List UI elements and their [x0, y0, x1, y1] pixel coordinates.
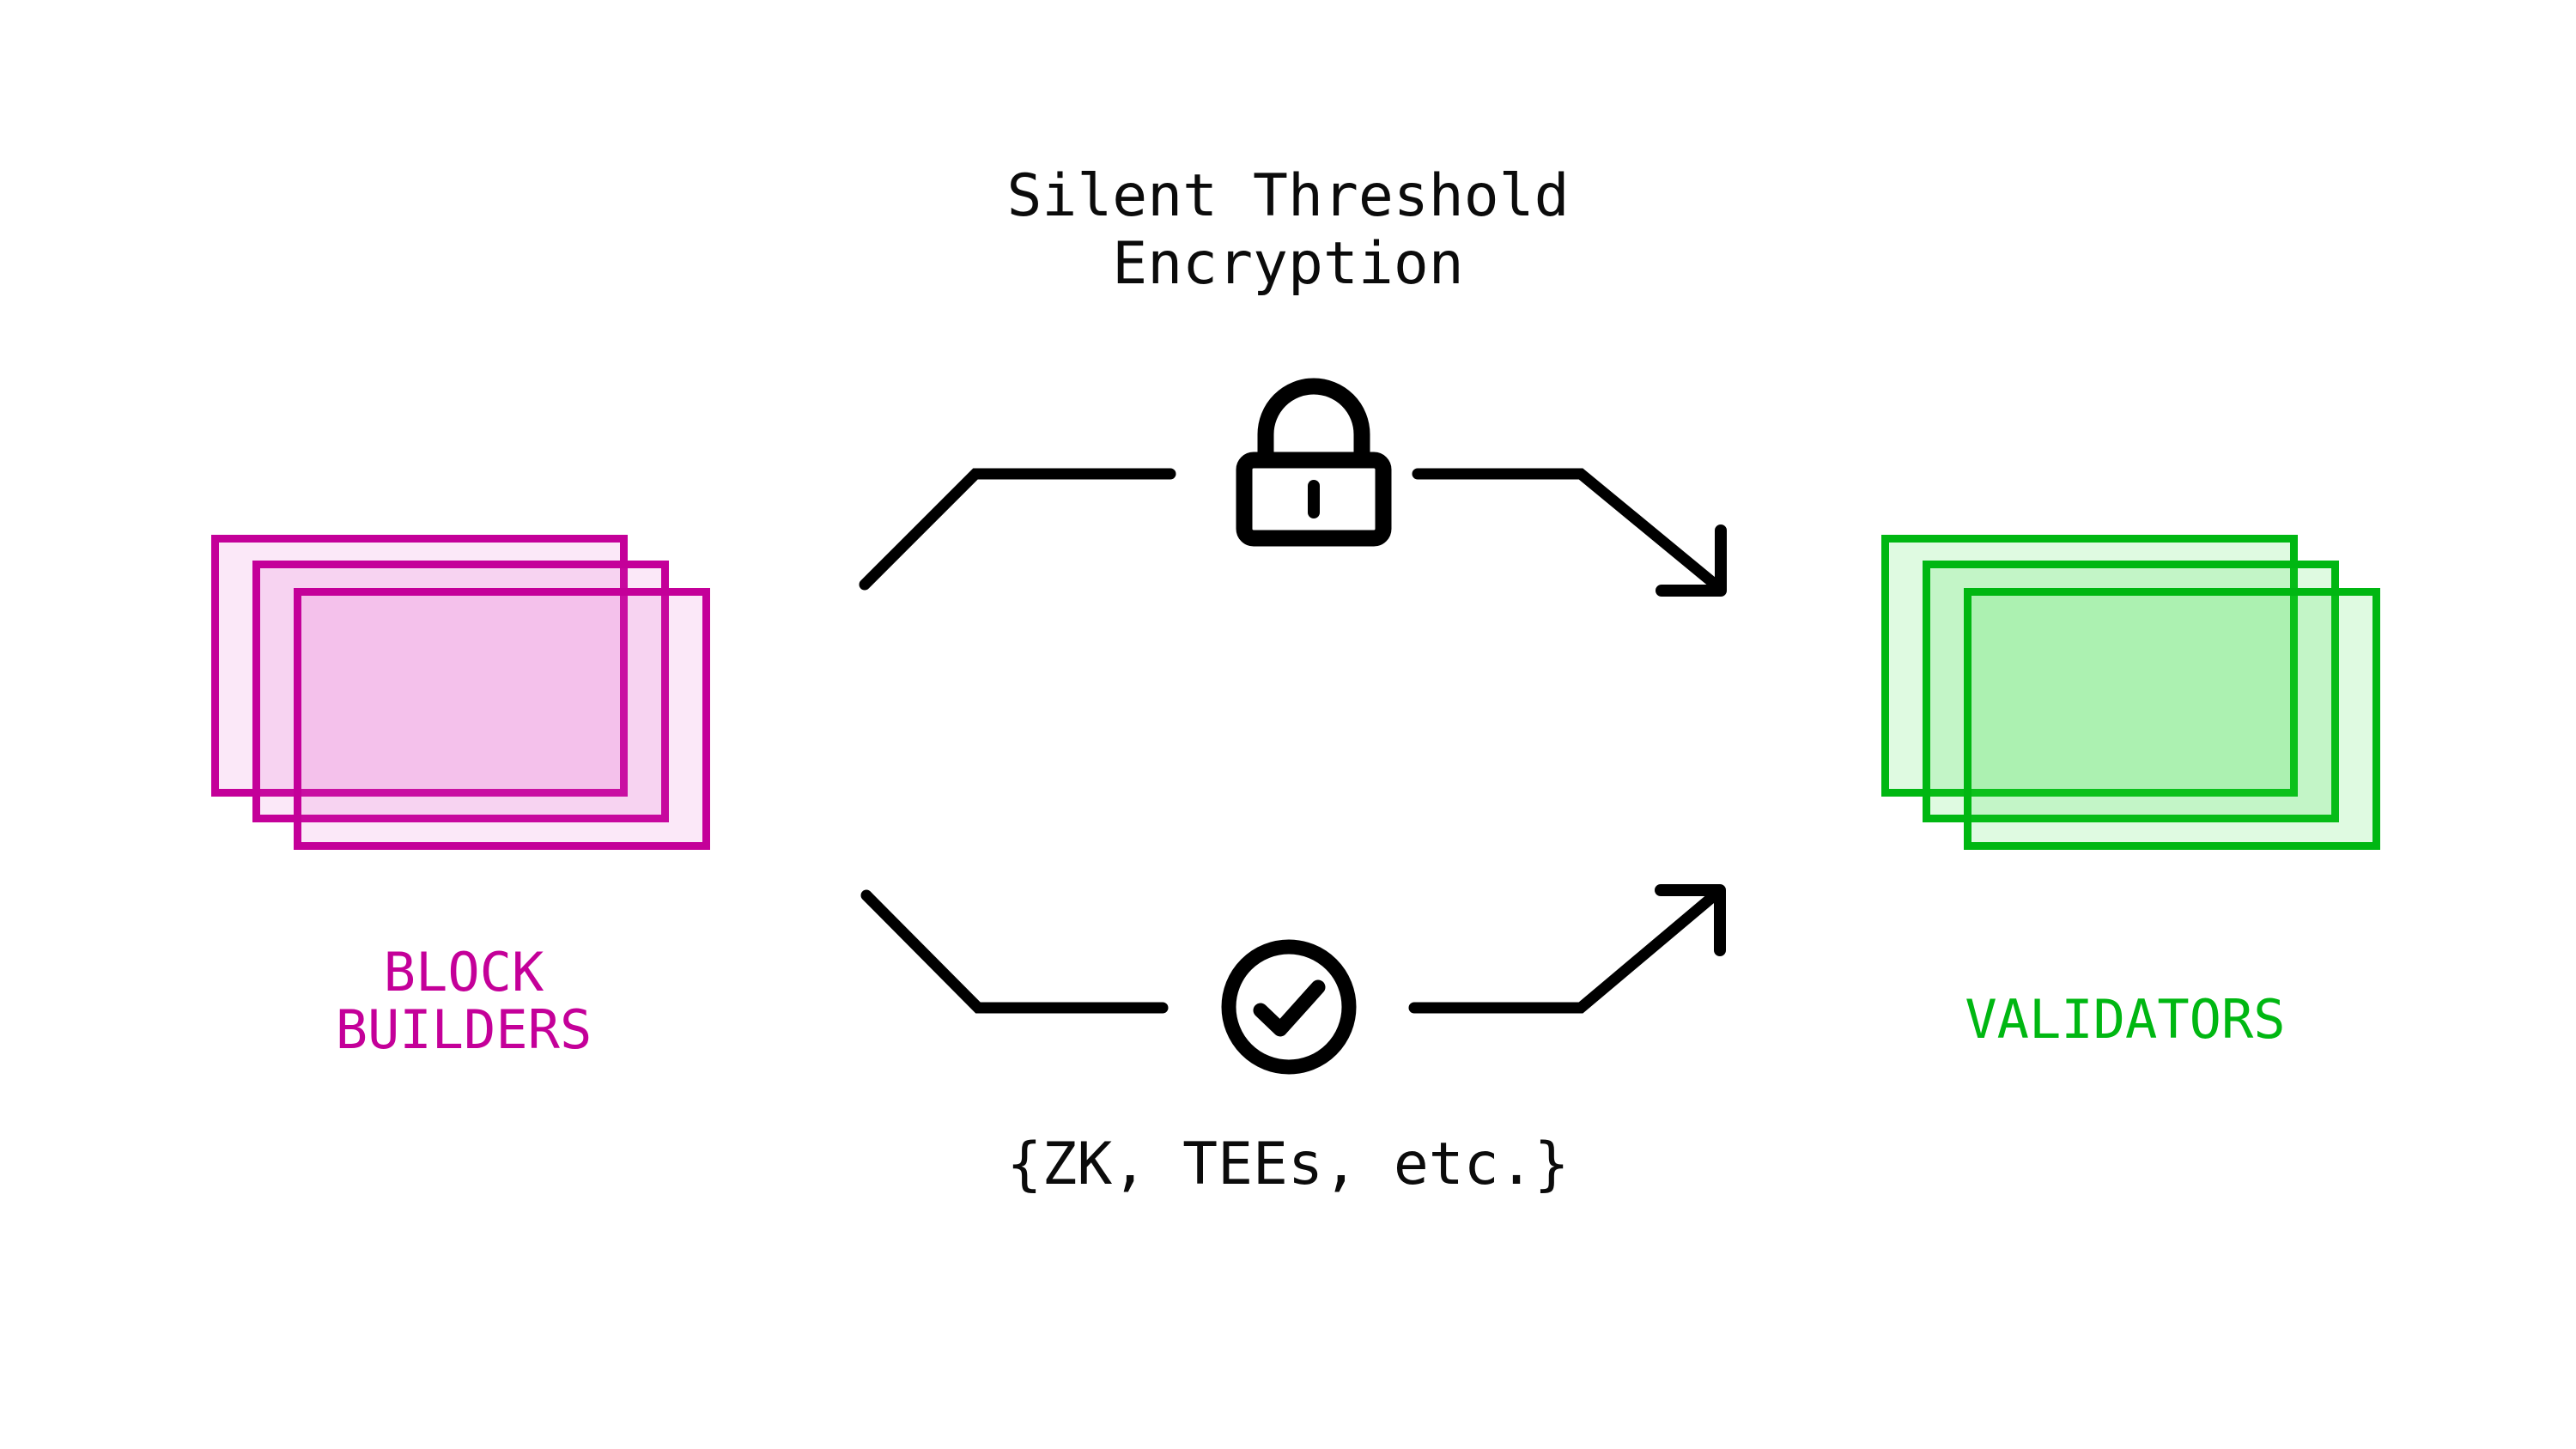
lower-channel-caption: {ZK, TEEs, etc.} [1006, 1131, 1570, 1198]
validator-card-3 [1964, 588, 2380, 850]
lower-arrowhead-icon [1655, 884, 1726, 956]
upper-arrowhead-icon [1656, 524, 1727, 597]
block-builders-label: BLOCK BUILDERS [335, 941, 592, 1061]
lower-left-connector [860, 889, 1169, 1014]
page-title: Silent Threshold Encryption [1006, 162, 1570, 298]
block-builder-card-1 [211, 535, 628, 797]
block-builder-card-3 [294, 588, 710, 850]
lock-icon [1236, 378, 1392, 547]
validator-card-1 [1881, 535, 2298, 797]
check-circle-icon [1221, 939, 1357, 1075]
upper-right-connector [1412, 468, 1723, 592]
validators-label: VALIDATORS [1965, 988, 2286, 1051]
block-builder-card-2 [252, 561, 669, 822]
lower-right-connector [1408, 888, 1722, 1014]
block-builders-stack [197, 519, 730, 897]
validators-stack [1868, 519, 2400, 897]
upper-left-connector [859, 468, 1176, 591]
validator-card-2 [1923, 561, 2339, 822]
